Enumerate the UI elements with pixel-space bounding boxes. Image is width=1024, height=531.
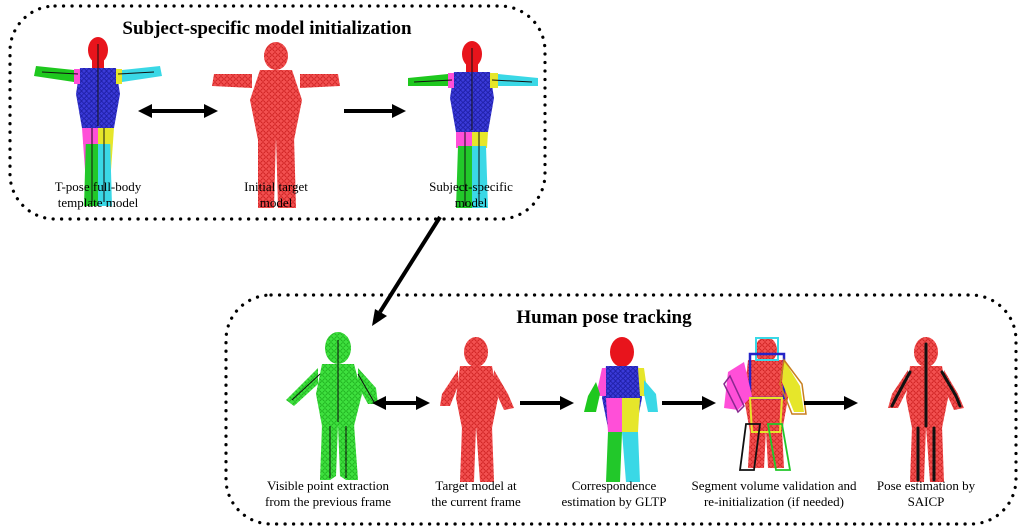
arrow-to-correspondence [520,396,574,410]
tracking-title: Human pose tracking [516,307,692,328]
right-leg-bounding-box [766,423,792,471]
template-model-figure [34,37,162,206]
visible-points-figure [286,332,378,480]
double-arrow-init [138,104,218,118]
initialization-section: Subject-specific model initialization [8,4,547,221]
template-right-arm [122,66,162,82]
double-arrow-tracking [372,396,430,410]
arrow-to-subject-specific [344,104,406,118]
arrow-init-to-tracking [372,215,442,326]
head-bounding-box [755,337,779,361]
template-left-leg [84,136,98,206]
subject-specific-figure [408,41,538,208]
correspondence-figure [584,337,658,482]
arrow-to-validation [662,396,716,410]
tracking-dotted-frame [224,293,1018,526]
template-left-arm [34,66,74,82]
pose-skeleton [890,342,962,482]
left-leg-bounding-box [738,423,762,471]
template-right-leg [98,136,112,206]
pose-estimation-figure [888,337,964,482]
initial-target-figure [212,42,340,208]
target-current-figure [440,337,514,482]
initialization-dotted-frame [8,4,547,221]
arrow-to-pose-estimation [804,396,858,410]
tracking-section: Human pose tracking [224,293,1018,526]
template-skeleton [41,44,155,202]
initialization-title: Subject-specific model initialization [122,18,412,39]
validation-figure [723,337,807,471]
